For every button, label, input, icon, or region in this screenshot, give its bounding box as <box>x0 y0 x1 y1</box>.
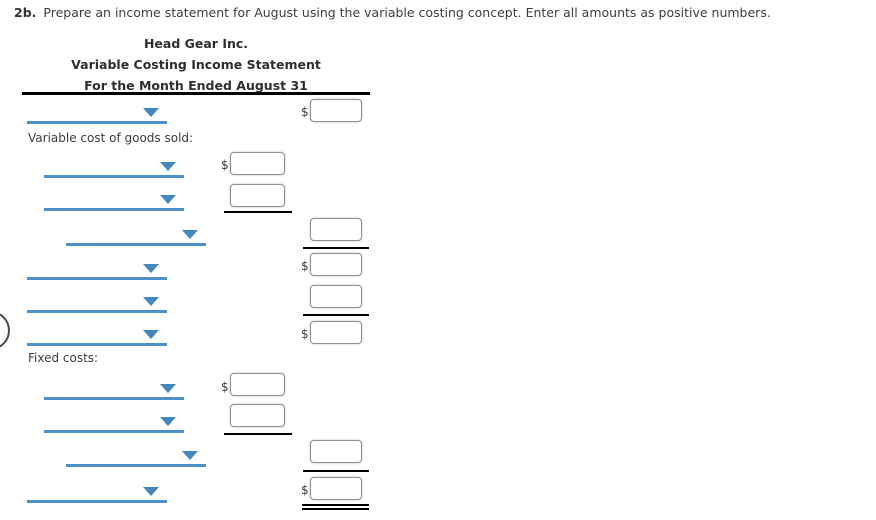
double-total-rule-top <box>302 504 369 506</box>
account-dropdown-row3[interactable] <box>44 190 184 211</box>
account-dropdown-row6[interactable] <box>27 292 167 313</box>
amount-input-row11[interactable] <box>310 477 362 500</box>
dollar-sign: $ <box>221 380 229 394</box>
dollar-sign: $ <box>301 105 309 119</box>
caret-down-icon <box>182 230 198 239</box>
caret-down-icon <box>143 487 159 496</box>
caret-down-icon <box>143 297 159 306</box>
dollar-sign: $ <box>301 483 309 497</box>
subtotal-rule-middle <box>224 211 292 213</box>
question-number: 2b. <box>14 5 37 20</box>
caret-down-icon <box>160 195 176 204</box>
statement-top-rule <box>22 92 370 95</box>
subtotal-rule-right <box>303 247 369 249</box>
double-total-rule-bottom <box>302 508 369 510</box>
account-dropdown-row2[interactable] <box>44 157 184 178</box>
amount-input-row6[interactable] <box>310 285 362 308</box>
caret-down-icon <box>143 108 159 117</box>
amount-input-row2[interactable] <box>230 152 285 175</box>
account-dropdown-row5[interactable] <box>27 259 167 280</box>
amount-input-row1[interactable] <box>310 99 362 122</box>
statement-header: Head Gear Inc. Variable Costing Income S… <box>22 33 370 96</box>
statement-period: For the Month Ended August 31 <box>84 78 308 93</box>
amount-input-row7[interactable] <box>310 321 362 344</box>
account-dropdown-row4[interactable] <box>66 225 206 246</box>
dollar-sign: $ <box>301 327 309 341</box>
question-prompt: 2b. Prepare an income statement for Augus… <box>14 5 771 20</box>
caret-down-icon <box>160 162 176 171</box>
amount-input-row8[interactable] <box>230 373 285 396</box>
dollar-sign: $ <box>221 158 229 172</box>
caret-down-icon <box>160 384 176 393</box>
account-dropdown-row1[interactable] <box>27 103 167 124</box>
account-dropdown-row8[interactable] <box>44 379 184 400</box>
section-label-fixed-costs: Fixed costs: <box>28 351 99 365</box>
amount-input-row10[interactable] <box>310 440 362 463</box>
caret-down-icon <box>160 417 176 426</box>
dollar-sign: $ <box>301 259 309 273</box>
amount-input-row5[interactable] <box>310 253 362 276</box>
statement-title: Variable Costing Income Statement <box>71 57 321 72</box>
caret-down-icon <box>182 451 198 460</box>
amount-input-row4[interactable] <box>310 218 362 241</box>
amount-input-row3[interactable] <box>230 184 285 207</box>
question-text: Prepare an income statement for August u… <box>43 5 771 20</box>
caret-down-icon <box>143 330 159 339</box>
company-name: Head Gear Inc. <box>143 36 249 51</box>
account-dropdown-row11[interactable] <box>27 482 167 503</box>
caret-down-icon <box>143 264 159 273</box>
account-dropdown-row7[interactable] <box>27 325 167 346</box>
subtotal-rule-middle <box>224 433 292 435</box>
subtotal-rule-right <box>303 314 369 316</box>
subtotal-rule-right <box>303 470 369 472</box>
amount-input-row9[interactable] <box>230 404 285 427</box>
section-label-variable-cogs: Variable cost of goods sold: <box>28 131 194 145</box>
account-dropdown-row10[interactable] <box>66 446 206 467</box>
partial-circle-decoration <box>0 311 10 350</box>
account-dropdown-row9[interactable] <box>44 412 184 433</box>
